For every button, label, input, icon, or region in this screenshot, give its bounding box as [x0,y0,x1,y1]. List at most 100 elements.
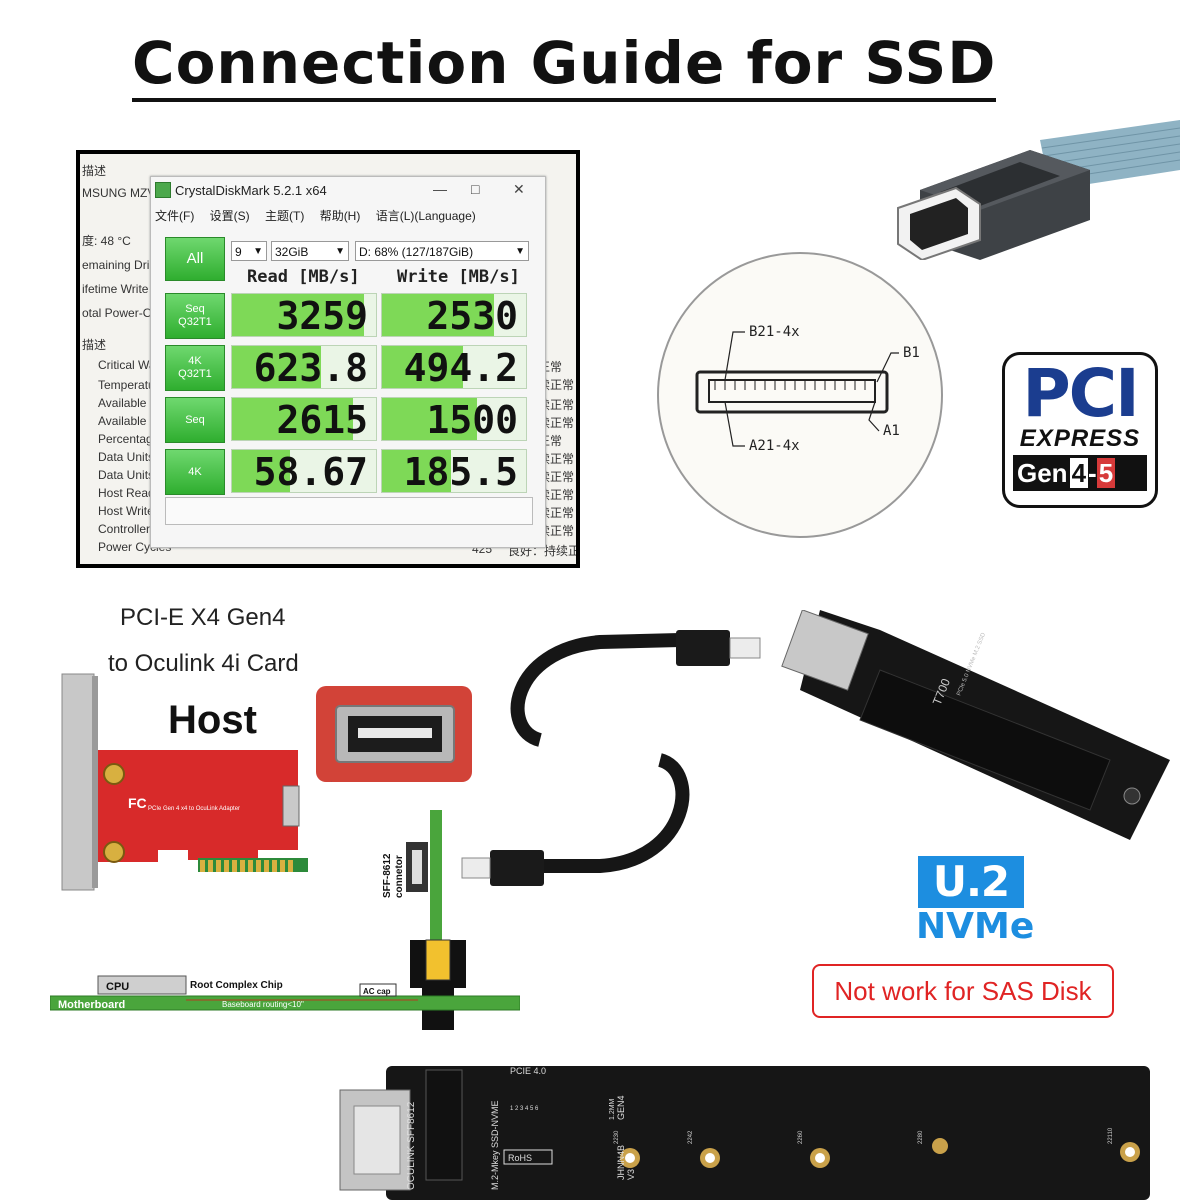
bg-left-text: Data Units [98,468,155,482]
minimize-icon[interactable]: — [433,181,447,197]
runs-select[interactable]: 9▼ [231,241,267,261]
bg-left-text: Percentage [98,432,160,446]
bg-left-text: Available S [98,414,158,428]
page-title: Connection Guide for SSD [132,28,997,102]
bg-right-text: 续正常 [538,378,575,392]
write-value: 2530 [426,294,518,337]
read-result: 58.67 [231,449,377,493]
menu-theme[interactable]: 主题(T) [265,209,305,223]
read-value: 2615 [276,398,368,441]
maximize-icon[interactable]: □ [471,181,480,197]
window-titlebar: CrystalDiskMark 5.2.1 x64 — □ ✕ [151,177,545,203]
pin-label-a21: A21-4x [749,438,800,454]
oculink-cable [461,630,761,886]
test-row-button[interactable]: 4K Q32T1 [165,345,225,391]
write-value: 1500 [426,398,518,441]
pcie-label: PCIE 4.0 [510,1066,546,1076]
bg-left-text: emaining Dri [82,258,150,272]
size-2230: 2230 [614,1130,620,1144]
oculink-label: OCULINK SFF8612 [406,1101,417,1190]
read-result: 623.8 [231,345,377,389]
u2-ssd-adapter: T700 PCIe 5.0 NVMe M.2 SSD [781,610,1170,840]
write-progress-bar [382,294,495,336]
pcie-oculink-card: FC PCIe Gen 4 x4 to OcuLink Adapter [61,673,308,891]
bg-left-text: Controller [98,522,151,536]
gen-sep: - [1088,458,1097,488]
chevron-down-icon: ▼ [253,246,263,257]
mkey-label: M.2-Mkey SSD-NVME [490,1100,500,1190]
fc-mark: FC [128,795,147,811]
read-progress-bar [232,294,365,336]
bg-left-text: Host Write [98,504,154,518]
express-logo-text: EXPRESS [1019,425,1141,452]
read-value: 3259 [276,294,368,337]
model-label: JHNN4B [616,1145,626,1180]
menu-settings[interactable]: 设置(S) [209,209,250,223]
bg-left-text: Available S [98,396,158,410]
menu-bar: 文件(F) 设置(S) 主题(T) 帮助(H) 语言(L)(Language) [155,207,541,227]
window-title: CrystalDiskMark 5.2.1 x64 [175,183,327,198]
gen-text: Gen [1017,458,1068,488]
write-progress-bar [382,398,478,440]
gen-a: 4 [1069,458,1089,488]
host-caption-line1: PCI-E X4 Gen4 [120,604,286,631]
bg-left-text: Critical Wa [98,358,156,372]
m2-adapter-board: OCULINK SFF8612 M.2-Mkey SSD-NVME PCIE 4… [339,1066,1150,1200]
runs-value: 9 [235,245,242,259]
oculink-pinout-diagram: B21-4x B1 A21-4x A1 [657,252,943,538]
read-result: 2615 [231,397,377,441]
read-progress-bar [232,346,322,388]
read-progress-bar [232,450,290,492]
pin-label-b1: B1 [903,345,920,361]
chevron-down-icon: ▼ [335,246,345,257]
close-icon[interactable]: ✕ [513,181,525,197]
bg-left-text: Temperatu [98,378,155,392]
size-value: 32GiB [275,245,309,259]
version-label: V3 [626,1169,636,1180]
menu-help[interactable]: 帮助(H) [319,209,361,223]
oculink-port-closeup [316,686,472,782]
menu-language[interactable]: 语言(L)(Language) [375,209,476,223]
all-button[interactable]: All [165,237,225,281]
test-row-button[interactable]: Seq [165,397,225,443]
write-result: 1500 [381,397,527,441]
write-result: 494.2 [381,345,527,389]
gen-label: GEN4 [616,1095,626,1120]
bg-right-text: 续正常 [538,416,575,430]
nvme-text: NVMe [916,906,1035,947]
drive-value: D: 68% (127/187GiB) [359,245,474,259]
pci-logo-text: PCI [1022,355,1139,432]
pins-label: 1 2 3 4 5 6 [510,1106,539,1112]
menu-file[interactable]: 文件(F) [155,209,195,223]
status-bar [165,497,533,525]
oculink-plug-illustration [897,120,1180,260]
length-label: 1.2MM [609,1098,616,1120]
bg-left-text: 度: 48 °C [82,234,131,248]
size-2280: 2280 [918,1130,924,1144]
test-row-button[interactable]: Seq Q32T1 [165,293,225,339]
size-22110: 22110 [1108,1127,1114,1144]
host-label: Host [168,698,257,742]
test-row-button[interactable]: 4K [165,449,225,495]
bg-left-text: ifetime Write [82,282,149,296]
size-2242: 2242 [688,1130,694,1144]
bg-left-text: 描述 [82,164,107,178]
bg-right-text: 续正常 [538,398,575,412]
drive-select[interactable]: D: 68% (127/187GiB)▼ [355,241,529,261]
write-header: Write [MB/s] [397,267,520,287]
sas-warning-box: Not work for SAS Disk [812,964,1114,1018]
pin-label-a1: A1 [883,423,900,439]
write-result: 185.5 [381,449,527,493]
card-text: PCIe Gen 4 x4 to OcuLink Adapter [148,806,240,812]
bg-left-text: Data Units [98,450,155,464]
size-select[interactable]: 32GiB ▼ [271,241,349,261]
motherboard-connection-diagram: SFF-8612 connetor CPU Root Complex Chip … [50,810,520,1030]
host-caption-line2: to Oculink 4i Card [108,650,299,677]
motherboard-label: Motherboard [58,999,125,1011]
u2-badge: U.2 [918,856,1024,908]
bg-right-text: 续正常 [538,488,575,502]
write-result: 2530 [381,293,527,337]
connector-label-2: connetor [394,855,405,898]
write-progress-bar [382,450,452,492]
